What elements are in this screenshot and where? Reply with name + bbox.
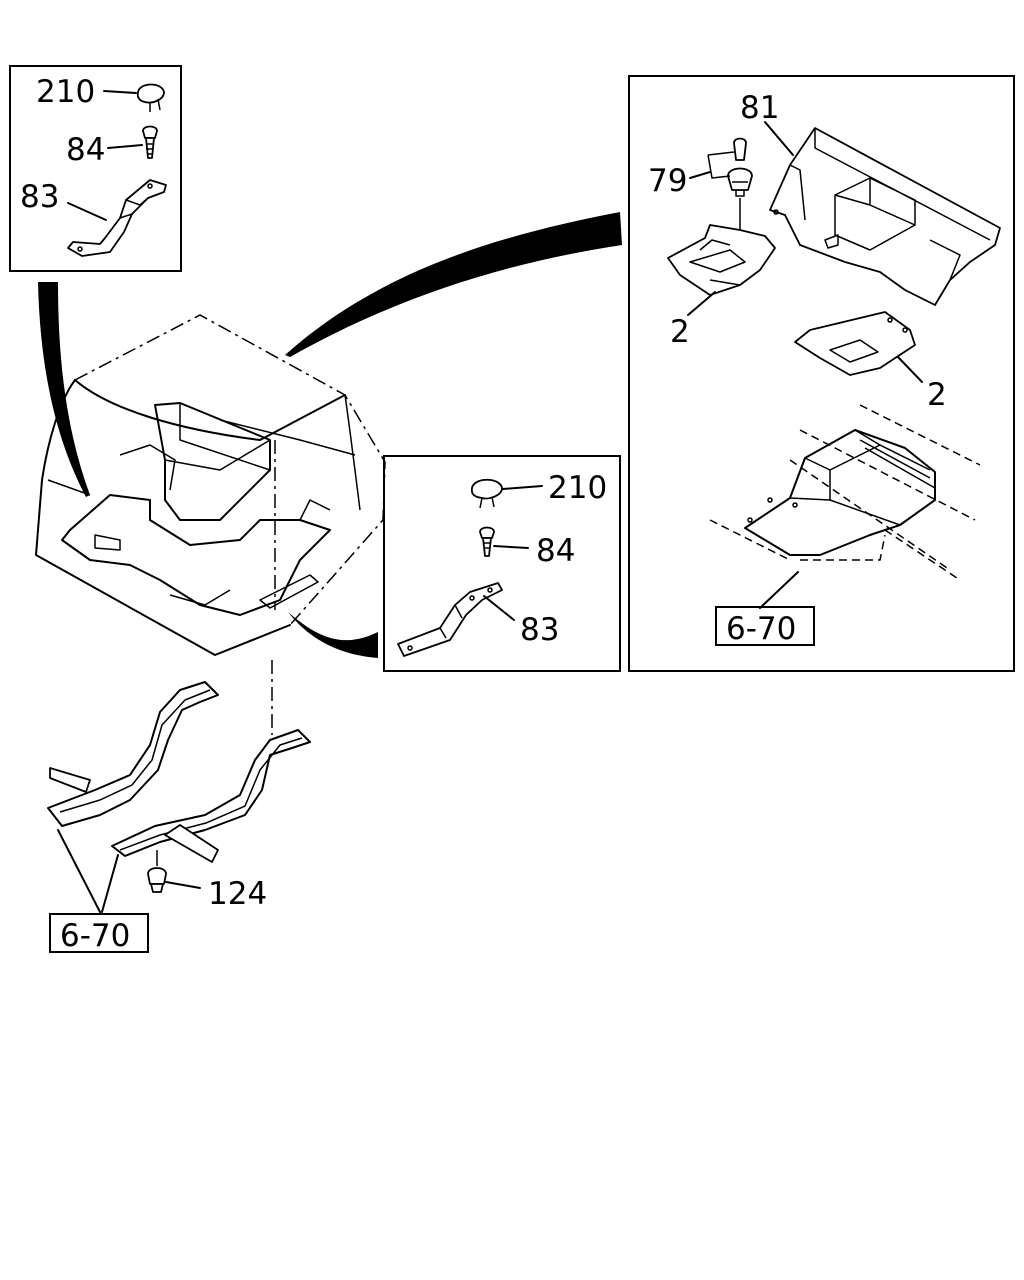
sweep-connector-mid [288,612,378,658]
callout-84: 84 [536,533,575,569]
sweep-connector-topleft [38,282,90,497]
clip-79-icon [707,137,753,197]
callout-83: 83 [520,612,559,648]
ref-box-bottom [49,913,149,953]
callout-84: 84 [66,132,105,168]
callout-2: 2 [927,377,947,413]
floor-tunnel-assembly [709,404,981,581]
reference-6-70-bottom: 6-70 [60,918,130,954]
detail-box-middle [383,455,621,672]
floor-panel-81 [769,127,1001,306]
callout-2: 2 [670,314,690,350]
callout-210: 210 [548,470,607,506]
cab-body [35,314,386,656]
callout-210: 210 [36,74,95,110]
callout-83: 83 [20,179,59,215]
cap-plug-210-icon [470,478,503,509]
insulator-2-lower [794,311,916,376]
chassis-frame [47,660,311,863]
sweep-connector-right [285,212,622,357]
callout-79: 79 [648,163,687,199]
insulator-2-upper [667,198,776,296]
reference-6-70-right: 6-70 [726,611,796,647]
mount-124-icon [147,850,167,893]
callout-81: 81 [740,90,779,126]
callout-124: 124 [208,876,267,912]
screw-84-icon [479,526,495,557]
ref-box-right [715,606,815,646]
bracket-83-icon [67,179,167,257]
bracket-83-icon [397,582,503,657]
detail-box-right [628,75,1015,672]
detail-box-topleft [9,65,182,272]
cap-plug-210-icon [136,83,165,112]
screw-84-icon [142,125,158,159]
